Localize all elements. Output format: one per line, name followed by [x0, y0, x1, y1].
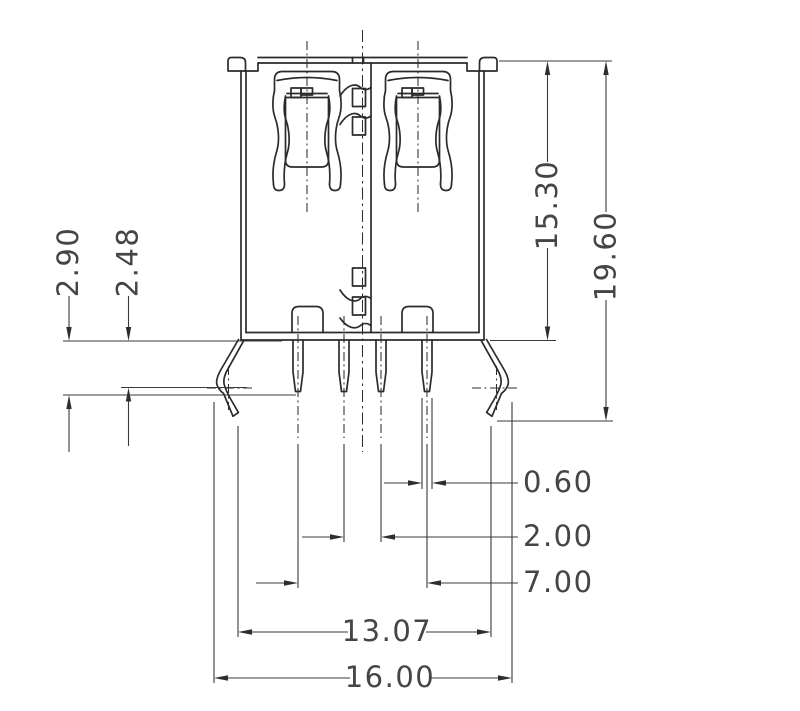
- solder-pins: [292, 339, 433, 393]
- arrowhead: [214, 675, 228, 681]
- contact-left: [272, 41, 342, 212]
- latch-spring-curve-4: [339, 317, 372, 329]
- dimension-pin-gap: 2.00: [302, 519, 594, 553]
- arrowhead: [330, 534, 344, 540]
- extension-lines: [63, 60, 613, 683]
- dim-label-7-00: 7.00: [523, 565, 594, 599]
- contact-foot-left: [272, 183, 286, 192]
- contact-inner-leg-left: [283, 95, 290, 185]
- center-latch-detail: [339, 62, 372, 333]
- flange-slot-ticks: [351, 56, 365, 64]
- contact-foot-right: [328, 183, 342, 192]
- latch-spring-curve-2: [339, 112, 372, 126]
- contact-inner-leg-right: [435, 95, 442, 185]
- contact-inner-leg-left: [394, 95, 401, 185]
- right-wall: [478, 70, 485, 341]
- contact-foot-left: [383, 183, 397, 192]
- pin-1: [292, 339, 304, 393]
- dim-label-2-90: 2.90: [51, 227, 85, 298]
- latch-spring-curve-1: [339, 84, 372, 97]
- dim-label-0-60: 0.60: [523, 465, 594, 499]
- pin-2: [338, 339, 350, 393]
- arrowhead: [603, 61, 609, 75]
- dimension-pin-span: 7.00: [256, 565, 594, 599]
- arrowhead: [432, 480, 446, 486]
- mounting-leg-right: [480, 338, 510, 418]
- latch-tab-3: [351, 267, 367, 287]
- dim-label-2-48: 2.48: [111, 227, 145, 298]
- flange-left-ledge: [244, 62, 259, 72]
- contact-foot-right: [439, 183, 453, 192]
- arrowhead: [498, 675, 512, 681]
- latch-tab-4: [351, 296, 367, 316]
- contact-inner-leg-right: [324, 95, 331, 185]
- latch-tab-2: [351, 116, 367, 136]
- dimension-leg-tip-span: 13.07: [238, 614, 491, 648]
- arrowhead: [381, 534, 395, 540]
- dimension-shell-height: 15.30: [530, 61, 564, 341]
- dimension-left-inner-height: 2.48: [111, 227, 145, 446]
- arrowhead: [66, 395, 72, 409]
- bottom-plate: [240, 331, 485, 341]
- dimension-overall-width: 16.00: [214, 660, 512, 694]
- arrowhead: [477, 629, 491, 635]
- mounting-leg-left: [215, 338, 245, 418]
- dimension-overall-height: 19.60: [589, 61, 623, 421]
- arrowhead: [544, 61, 551, 75]
- dim-label-13-07: 13.07: [342, 614, 433, 648]
- connector-shell: [227, 56, 498, 341]
- dimension-pin-width: 0.60: [384, 465, 594, 499]
- flange-left-hook: [227, 56, 247, 72]
- left-wall: [240, 70, 247, 341]
- boss-left: [291, 305, 324, 334]
- arrowhead: [125, 387, 132, 402]
- arrowhead: [284, 580, 298, 586]
- dim-label-16-00: 16.00: [345, 660, 436, 694]
- boss-right: [401, 305, 434, 334]
- contact-right: [383, 41, 453, 212]
- arrowhead: [603, 407, 609, 421]
- arrowhead: [238, 629, 252, 635]
- pin-4: [421, 339, 433, 393]
- dim-label-19-60: 19.60: [589, 211, 623, 302]
- flange-right-hook: [478, 56, 498, 72]
- dim-label-2-00: 2.00: [523, 519, 594, 553]
- dim-label-15-30: 15.30: [530, 160, 564, 251]
- latch-spring-curve-3: [339, 289, 372, 302]
- arrowhead: [66, 327, 72, 341]
- arrowhead: [408, 480, 422, 486]
- centerlines: [207, 30, 518, 452]
- flange-right-ledge: [466, 62, 481, 72]
- arrowhead: [125, 327, 132, 341]
- arrowhead: [544, 326, 551, 341]
- pin-3: [375, 339, 387, 393]
- latch-tab-1: [351, 87, 367, 108]
- arrowhead: [427, 580, 441, 586]
- dimension-left-outer-height: 2.90: [51, 227, 85, 452]
